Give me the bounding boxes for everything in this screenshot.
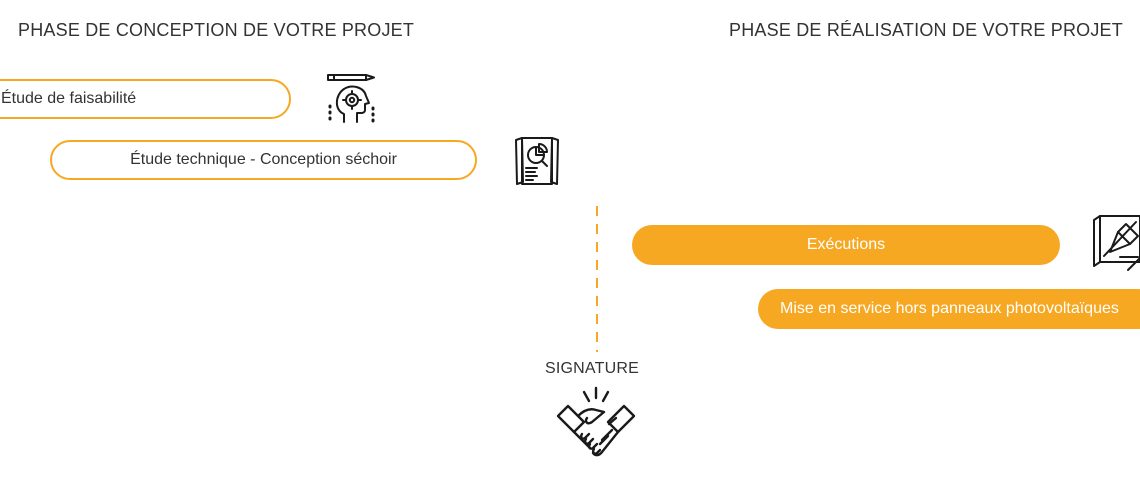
- handshake-icon: [554, 384, 638, 468]
- step-etude-faisabilite: Étude de faisabilité: [0, 79, 291, 119]
- step-mise-en-service: Mise en service hors panneaux photovolta…: [758, 289, 1140, 329]
- step-etude-faisabilite-label: Étude de faisabilité: [1, 90, 137, 107]
- step-etude-technique: Étude technique - Conception séchoir: [50, 140, 477, 180]
- phase-realisation-title: PHASE DE RÉALISATION DE VOTRE PROJET: [729, 20, 1123, 40]
- step-executions: Exécutions: [632, 225, 1060, 265]
- signature-label: SIGNATURE: [545, 360, 639, 377]
- step-executions-label: Exécutions: [806, 236, 886, 253]
- signature-divider: [596, 206, 598, 352]
- report-document-icon: [509, 134, 565, 190]
- phase-conception-title: PHASE DE CONCEPTION DE VOTRE PROJET: [18, 20, 415, 40]
- head-gear-icon: [322, 72, 378, 128]
- blueprint-pencil-icon: [1090, 212, 1140, 274]
- step-mise-en-service-label: Mise en service hors panneaux photovolta…: [780, 300, 1119, 317]
- step-etude-technique-label: Étude technique - Conception séchoir: [130, 151, 397, 168]
